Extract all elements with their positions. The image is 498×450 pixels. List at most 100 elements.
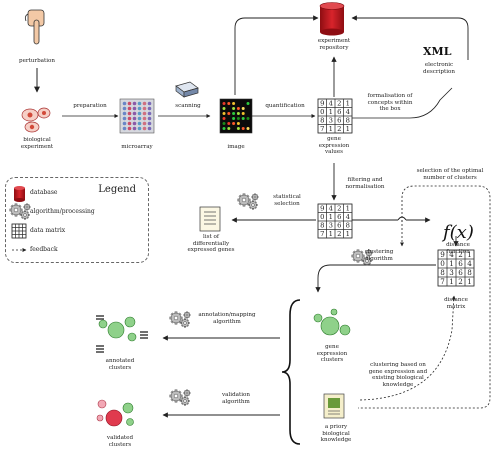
matrix-cell: 2 [337,100,341,108]
matrix-cell: 1 [346,205,350,213]
matrix-cell: 8 [320,117,324,125]
gear-icon-annotation-small [180,318,190,328]
matrix-cell: 1 [329,108,333,116]
cells-icon [21,107,51,133]
matrix-cell: 1 [346,125,350,133]
legend-item-feedback: feedback [30,246,58,253]
label-filtering: filtering and normalisation [345,177,385,190]
matrix-cell: 4 [329,100,333,108]
label-quantification: quantification [265,103,305,109]
matrix-cell: 7 [320,230,324,238]
label-experiment-repository: experiment repository [317,38,351,51]
distance-function-symbol: f(x) [443,222,474,243]
validated-clusters-icon [96,399,134,427]
label-list-genes: list of differentially expressed genes [187,234,235,254]
experiment-repository-database-icon [319,2,345,36]
matrix-cell: 1 [346,100,350,108]
gene-list-icon [199,206,221,232]
matrix-cell: 7 [440,277,445,286]
label-validation-algorithm: validation algorithm [222,392,250,405]
label-validated-clusters: validated clusters [106,435,134,448]
label-formalisation: formalisation of concepts within the box [367,93,413,113]
legend-item-database: database [30,189,58,196]
matrix-cell: 1 [329,213,333,221]
label-microarray: microarray [121,144,153,150]
matrix-cell: 2 [458,277,463,286]
gear-icon-statistical-small [248,200,258,210]
pointing-hand-icon [24,9,45,45]
matrix-cell: 4 [346,213,350,221]
matrix-cell: 7 [320,125,324,133]
array-image-icon [219,98,253,134]
legend-gear-icon [9,203,23,217]
gear-icon-clustering [351,249,365,263]
label-perturbation: perturbation [18,58,55,64]
scanner-icon [175,81,199,98]
matrix-cell: 8 [320,222,324,230]
label-statistical-selection: statistical selection [273,194,301,207]
label-a-priori-knowledge: a priory biological knowledge [320,424,352,444]
gear-icon-statistical-tiny [251,193,259,201]
matrix-cell: 6 [337,222,341,230]
xml-title: XML [423,45,452,58]
matrix-cell: 9 [440,250,445,259]
matrix-cell: 1 [449,277,454,286]
gear-icon-annotation-tiny [183,311,191,319]
matrix-cell: 1 [449,259,454,268]
legend-database-icon [14,186,25,202]
label-clustering-based: clustering based on gene expression and … [368,362,428,388]
matrix-cell: 8 [440,268,445,277]
matrix-cell: 6 [337,117,341,125]
label-annotation-algorithm: annotation/mapping algorithm [198,312,256,325]
label-biological-experiment: biological experiment [20,137,54,150]
gear-icon-validation [169,389,183,403]
matrix-cell: 8 [346,222,350,230]
label-preparation: preparation [73,103,107,109]
gene-expression-clusters-icon [313,308,351,336]
gear-icon-validation-tiny [183,389,191,397]
matrix-cell: 6 [458,268,463,277]
matrix-cell: 1 [346,230,350,238]
matrix-cell: 0 [320,108,324,116]
gear-icon-statistical [237,193,251,207]
matrix-cell: 9 [320,205,324,213]
label-selection-optimal: selection of the optimal number of clust… [416,168,484,181]
gear-icon-clustering-small [362,256,372,266]
legend-gear-icon-tiny [23,203,31,211]
label-gene-expression-clusters: gene expression clusters [316,344,348,364]
label-image: image [227,144,245,150]
matrix-cell: 4 [449,250,454,259]
matrix-cell: 6 [337,108,341,116]
matrix-cell: 2 [337,230,341,238]
matrix-cell: 1 [467,250,472,259]
annotated-clusters-icon [96,315,148,353]
gear-icon-validation-small [180,396,190,406]
matrix-cell: 6 [458,259,463,268]
label-clustering-algorithm: clustering algorithm [364,249,394,262]
label-annotated-clusters: annotated clusters [105,358,135,371]
knowledge-book-icon [323,393,345,419]
gear-icon-clustering-tiny [365,249,373,257]
matrix-cell: 4 [329,205,333,213]
legend-title: Legend [98,184,136,195]
matrix-cell: 6 [337,213,341,221]
matrix-cell: 4 [467,259,472,268]
label-distance-matrix: distance matrix [444,297,468,310]
matrix-cell: 0 [440,259,445,268]
label-gene-expression-values: gene expression values [318,136,350,156]
matrix-cell: 1 [329,125,333,133]
matrix-cell: 9 [320,100,324,108]
matrix-cell: 3 [329,222,333,230]
legend: Legend [5,177,149,263]
legend-gear-icon-small [20,210,30,220]
legend-matrix-icon [11,223,27,239]
matrix-cell: 8 [467,268,472,277]
matrix-cell: 3 [329,117,333,125]
label-scanning: scanning [175,103,201,109]
legend-item-data-matrix: data matrix [30,227,66,234]
